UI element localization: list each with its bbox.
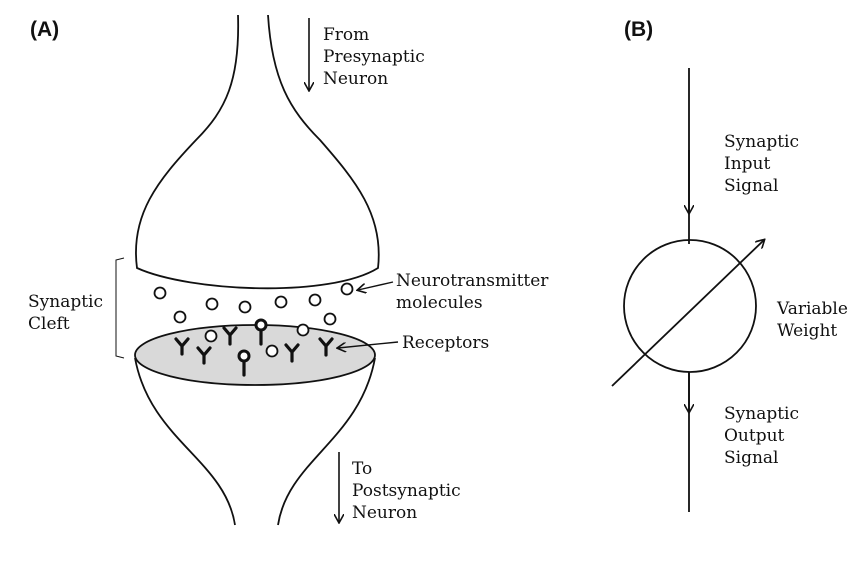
receptor bbox=[196, 346, 212, 365]
neurotransmitter-label: Neurotransmitter molecules bbox=[396, 271, 549, 313]
neurotransmitter-molecule bbox=[308, 293, 322, 307]
neurotransmitter-pointer bbox=[358, 281, 394, 290]
receptor bbox=[318, 337, 334, 357]
neurotransmitter-molecules bbox=[153, 282, 354, 358]
synaptic-input-label: Synaptic Input Signal bbox=[724, 132, 800, 196]
synaptic-cleft-bracket bbox=[115, 257, 125, 359]
variable-weight-label: Variable Weight bbox=[777, 299, 848, 341]
from-presynaptic-label: From Presynaptic Neuron bbox=[323, 25, 425, 89]
neurotransmitter-molecule bbox=[296, 323, 310, 337]
panel-b-label: (B) bbox=[624, 18, 654, 41]
neurotransmitter-molecule bbox=[204, 329, 218, 343]
receptor bbox=[174, 337, 190, 356]
synaptic-output-label: Synaptic Output Signal bbox=[724, 404, 800, 468]
neurotransmitter-molecule bbox=[238, 300, 252, 314]
receptor bbox=[284, 343, 300, 363]
neurotransmitter-molecule bbox=[274, 295, 288, 309]
neurotransmitter-molecule bbox=[323, 312, 337, 326]
neurotransmitter-molecule bbox=[265, 344, 279, 358]
variable-weight-arrow bbox=[611, 240, 764, 387]
neurotransmitter-molecule bbox=[173, 310, 187, 324]
postsynaptic-membrane bbox=[134, 324, 376, 386]
presynaptic-terminal bbox=[135, 14, 380, 290]
variable-weight-circle bbox=[623, 239, 757, 373]
neurotransmitter-molecule bbox=[205, 297, 219, 311]
bound-receptor-heads bbox=[237, 318, 268, 363]
receptors-pointer bbox=[338, 341, 399, 348]
bound-molecule bbox=[254, 318, 268, 332]
to-postsynaptic-label: To Postsynaptic Neuron bbox=[352, 459, 461, 523]
panel-a-label: (A) bbox=[30, 18, 60, 41]
receptor bbox=[222, 326, 238, 346]
neurotransmitter-molecule bbox=[153, 286, 167, 300]
neurotransmitter-molecule bbox=[340, 282, 354, 296]
bound-molecule bbox=[237, 349, 251, 363]
receptors bbox=[174, 326, 334, 377]
receptors-label: Receptors bbox=[402, 333, 490, 353]
postsynaptic-neuron bbox=[134, 357, 376, 526]
synaptic-cleft-label: Synaptic Cleft bbox=[28, 292, 104, 334]
